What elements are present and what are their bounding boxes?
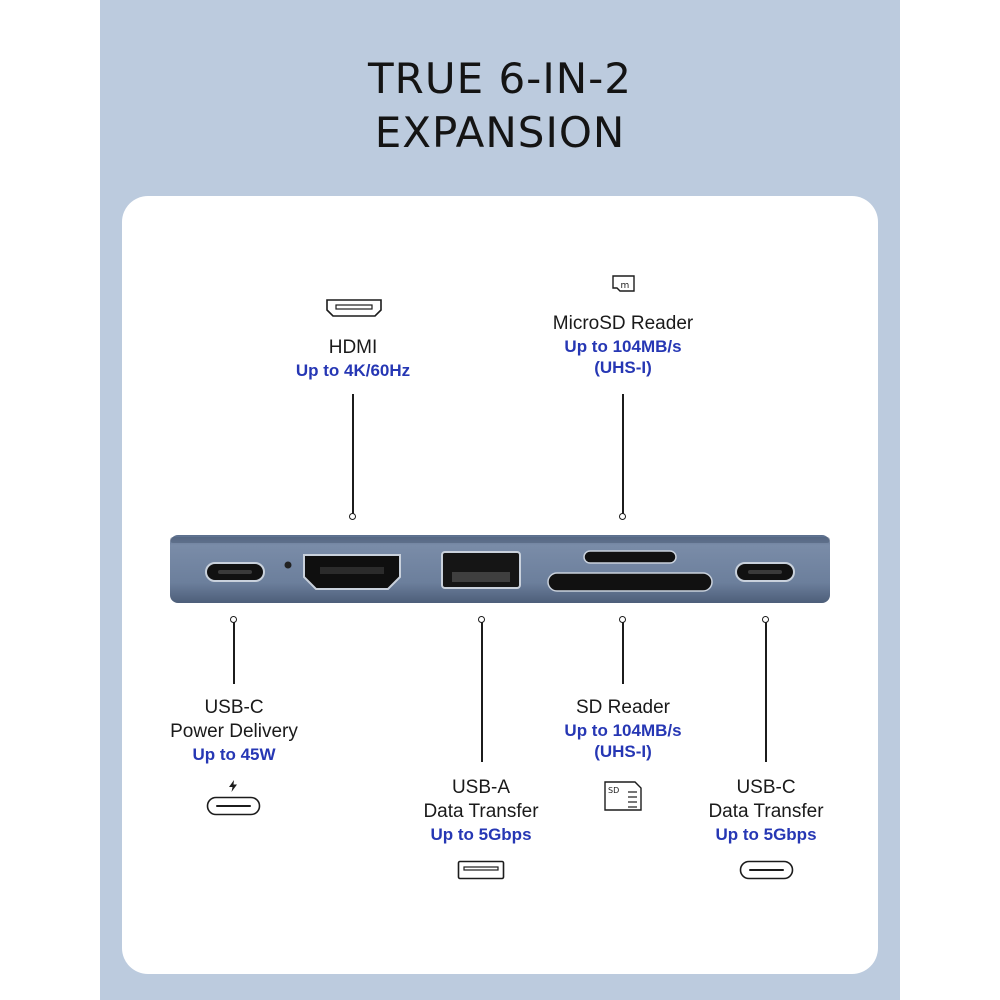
microsd-spec-uhs: (UHS-I) (594, 358, 652, 377)
usb-c-icon (739, 860, 794, 880)
usbc-data-spec: Up to 5Gbps (715, 825, 817, 844)
usbc-pd-spec: Up to 45W (192, 745, 276, 764)
usbc-data-label: USB-C Data Transfer Up to 5Gbps (656, 776, 876, 845)
usbc-pd-connector-line (233, 622, 235, 684)
page-title: TRUE 6-IN-2 EXPANSION (100, 52, 900, 160)
hdmi-connector-dot (349, 513, 356, 520)
microsd-icon-letter: m (621, 281, 630, 291)
usb-c-power-icon (206, 796, 261, 816)
sd-icon-letters: SD (608, 786, 619, 795)
usba-name-2: Data Transfer (423, 801, 539, 822)
usb-a-icon (457, 860, 505, 880)
usbc-data-name-1: USB-C (736, 777, 796, 798)
usbc-pd-name-2: Power Delivery (170, 721, 298, 742)
sd-spec-speed: Up to 104MB/s (564, 721, 682, 740)
usba-spec: Up to 5Gbps (430, 825, 532, 844)
microsd-connector-line (622, 394, 624, 514)
hdmi-connector-line (352, 394, 354, 514)
lightning-icon (229, 780, 237, 792)
microsd-connector-dot (619, 513, 626, 520)
hdmi-spec: Up to 4K/60Hz (295, 361, 411, 380)
usbc-data-connector-line (765, 622, 767, 762)
title-line-2: EXPANSION (374, 108, 626, 157)
usb-c-hub-device (170, 535, 830, 603)
usbc-pd-label: USB-C Power Delivery Up to 45W (124, 696, 344, 765)
title-line-1: TRUE 6-IN-2 (367, 54, 633, 103)
microsd-label: MicroSD Reader Up to 104MB/s (UHS-I) (513, 312, 733, 378)
hdmi-icon (326, 299, 382, 317)
hdmi-name: HDMI (328, 337, 378, 358)
hdmi-label: HDMI Up to 4K/60Hz (243, 336, 463, 381)
usbc-data-name-2: Data Transfer (708, 801, 824, 822)
microsd-name: MicroSD Reader (552, 313, 694, 334)
sd-connector-line (622, 622, 624, 684)
microsd-card-icon: m (612, 275, 635, 292)
sd-name: SD Reader (576, 697, 670, 718)
usba-connector-line (481, 622, 483, 762)
sd-label: SD Reader Up to 104MB/s (UHS-I) (513, 696, 733, 762)
sd-card-icon: SD (604, 781, 642, 811)
microsd-spec-speed: Up to 104MB/s (564, 337, 682, 356)
usbc-pd-name-1: USB-C (204, 697, 264, 718)
usba-name-1: USB-A (451, 777, 511, 798)
usba-label: USB-A Data Transfer Up to 5Gbps (371, 776, 591, 845)
sd-spec-uhs: (UHS-I) (594, 742, 652, 761)
